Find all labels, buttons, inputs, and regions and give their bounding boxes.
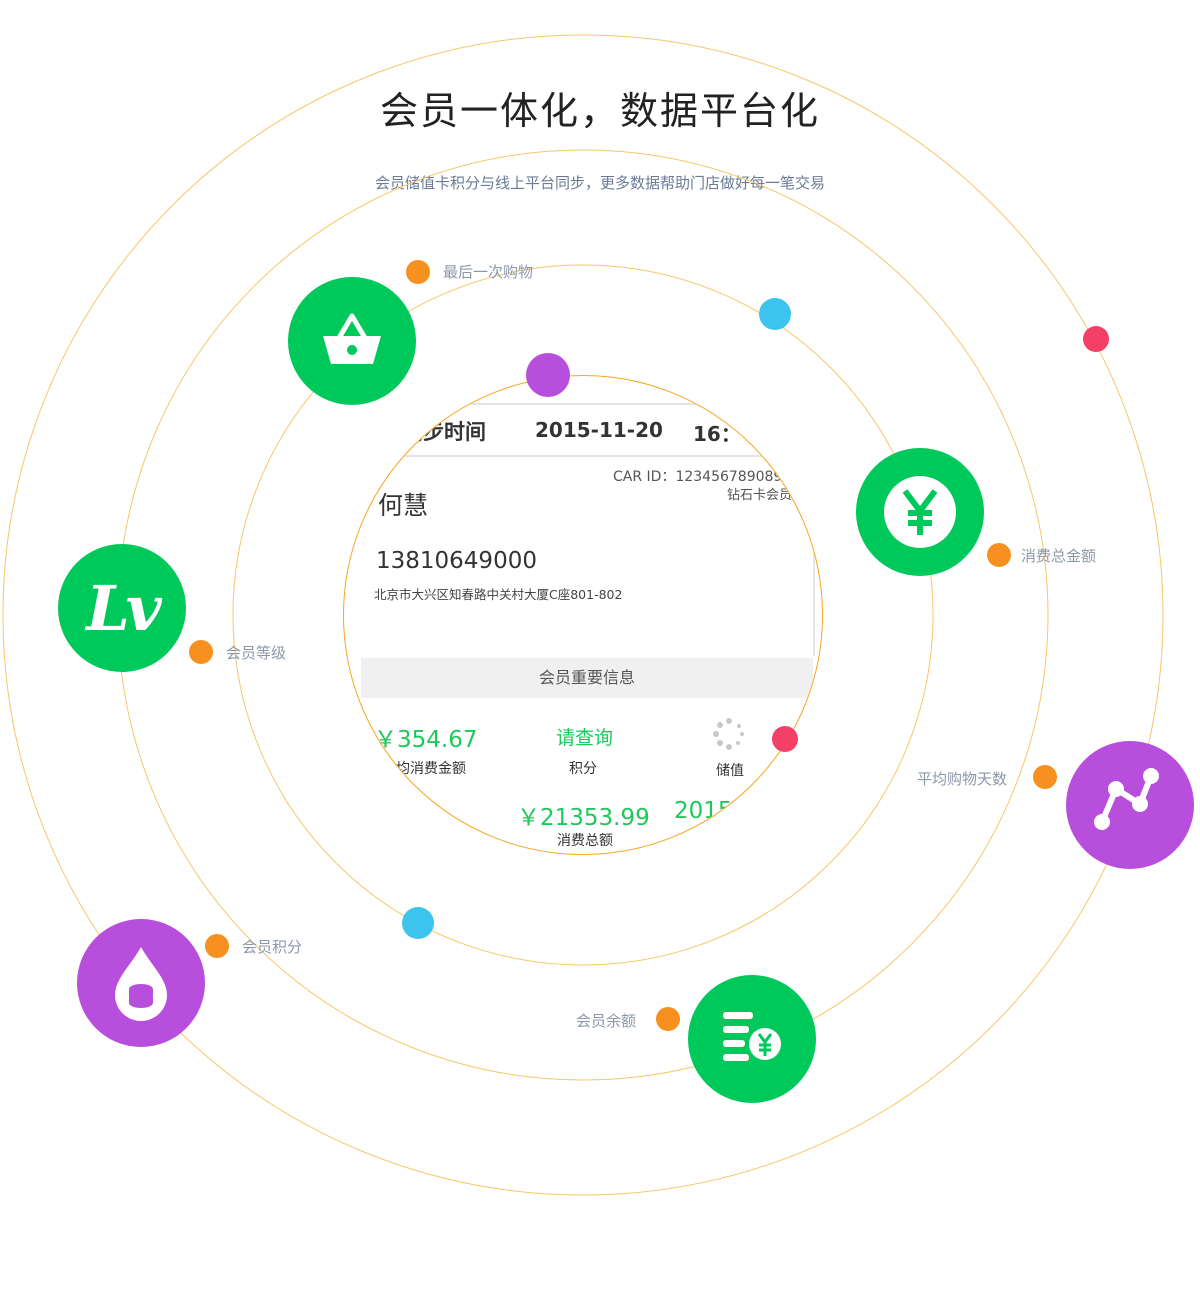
stat-label: 平均消费金额: [382, 761, 466, 777]
label-dot: [1033, 765, 1057, 789]
stat-label: 消费总额: [557, 833, 613, 849]
label-dot: [987, 543, 1011, 567]
label-dot: [656, 1007, 680, 1031]
loading-spinner-icon: [713, 718, 744, 750]
accent-dot: [526, 353, 570, 397]
sync-date: 2015-11-20: [535, 418, 663, 442]
sync-label: 同步时间: [402, 420, 486, 444]
sync-time: 16：: [693, 422, 741, 446]
stat-value: ￥354.67: [374, 727, 478, 753]
accent-dot: [402, 907, 434, 939]
money-list-icon: [688, 975, 816, 1103]
member-phone: 13810649000: [376, 548, 537, 574]
feature-label: 消费总金额: [1021, 547, 1097, 565]
feature-label: 平均购物天数: [917, 770, 1008, 788]
stat-value: ￥21353.99: [517, 805, 650, 831]
accent-dot: [1083, 326, 1109, 352]
feature-label: 会员积分: [242, 938, 303, 956]
ring: [2, 34, 1164, 1196]
drop-coins-icon: [77, 919, 205, 1047]
member-name: 何慧: [378, 491, 429, 520]
member-level: 钻石卡会员: [727, 488, 793, 503]
feature-label: 会员等级: [226, 644, 287, 662]
section-title: 会员重要信息: [361, 658, 813, 698]
accent-dot: [772, 726, 798, 752]
lv-icon: Lv: [58, 544, 186, 672]
stat-label: 储值: [716, 763, 744, 779]
label-dot: [406, 260, 430, 284]
car-id: CAR ID：123456789089: [613, 469, 783, 485]
label-dot: [205, 934, 229, 958]
feature-label: 最后一次购物: [443, 263, 534, 281]
divider: [344, 455, 822, 457]
accent-dot: [759, 298, 791, 330]
stat-label: 积分: [569, 761, 597, 777]
stat-value[interactable]: 请查询: [556, 727, 614, 749]
card-border: [813, 456, 815, 656]
basket-icon: [288, 277, 416, 405]
page-subtitle: 会员储值卡积分与线上平台同步，更多数据帮助门店做好每一笔交易: [374, 174, 825, 192]
feature-label: 会员余额: [576, 1012, 637, 1030]
yen-icon: [856, 448, 984, 576]
page-title: 会员一体化，数据平台化: [379, 89, 820, 133]
divider: [344, 403, 822, 405]
member-address: 北京市大兴区知春路中关村大厦C座801-802: [374, 587, 623, 602]
member-card-preview: 同步时间 2015-11-20 16： CAR ID：123456789089 …: [343, 375, 823, 855]
line-chart-icon: [1066, 741, 1194, 869]
stat-value: 2015: [674, 798, 733, 824]
label-dot: [189, 640, 213, 664]
ring: [232, 264, 934, 966]
